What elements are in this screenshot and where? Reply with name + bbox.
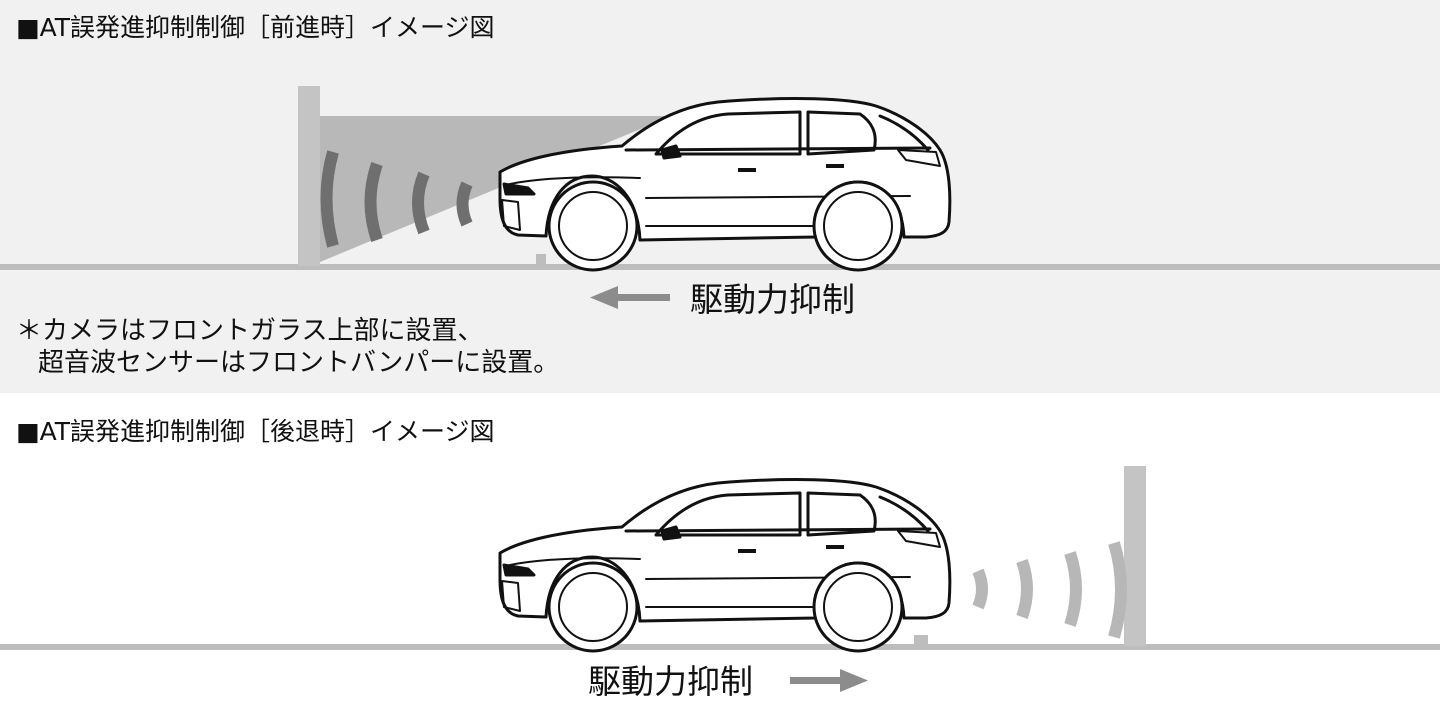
suv-side-icon [498,478,952,653]
forward-title: ■AT誤発進抑制制御［前進時］イメージ図 [16,13,495,42]
sensor-marker [536,254,546,266]
arrow-left-icon [590,286,670,309]
reverse-panel: ■AT誤発進抑制制御［後退時］イメージ図 [0,393,1440,720]
forward-scene [0,86,1440,309]
sensor-marker [914,635,928,647]
obstacle-wall-icon [1124,466,1146,646]
ground-line [0,644,1440,650]
suv-side-icon [498,97,952,272]
reverse-scene [0,466,1440,692]
forward-suppress-label: 駆動力抑制 [690,280,855,319]
reverse-suppress-label: 駆動力抑制 [588,662,753,701]
arrow-right-icon [790,669,868,692]
ground-line [0,264,1440,270]
ultrasonic-wave-icon [320,150,473,248]
forward-panel: ■AT誤発進抑制制御［前進時］イメージ図 [0,0,1440,393]
note-line-2: 超音波センサーはフロントバンパーに設置。 [38,348,560,378]
ultrasonic-wave-icon [972,541,1127,639]
reverse-title: ■AT誤発進抑制制御［後退時］イメージ図 [16,417,495,446]
obstacle-wall-icon [298,86,320,266]
note-line-1: ＊カメラはフロントガラス上部に設置、 [16,316,484,346]
